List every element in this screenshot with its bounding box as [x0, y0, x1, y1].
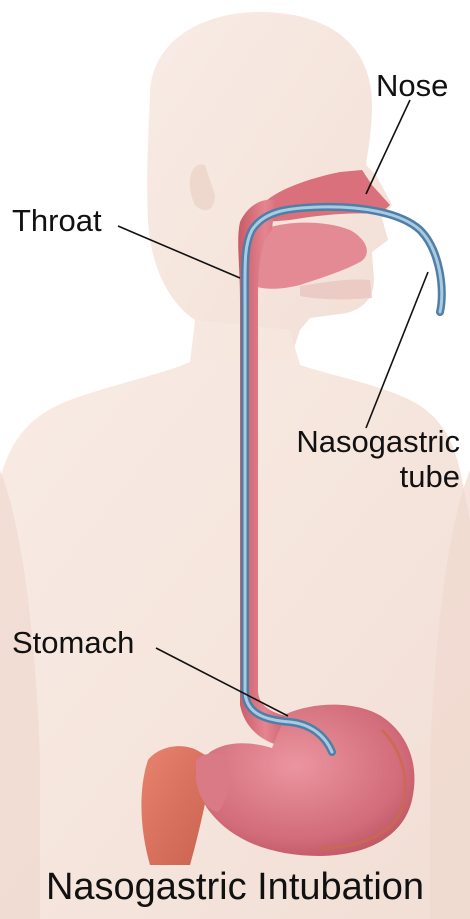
stomach-label: Stomach [12, 627, 134, 658]
throat-label: Throat [12, 205, 102, 236]
tube-label-line1: Nasogastric [296, 425, 460, 460]
nose-leader-line [366, 100, 410, 194]
nasogastric-tube-label: Nasogastric tube [296, 425, 460, 494]
nose-label: Nose [376, 70, 448, 101]
tube-label-line2: tube [296, 460, 460, 495]
diagram-caption: Nasogastric Intubation [0, 868, 470, 906]
